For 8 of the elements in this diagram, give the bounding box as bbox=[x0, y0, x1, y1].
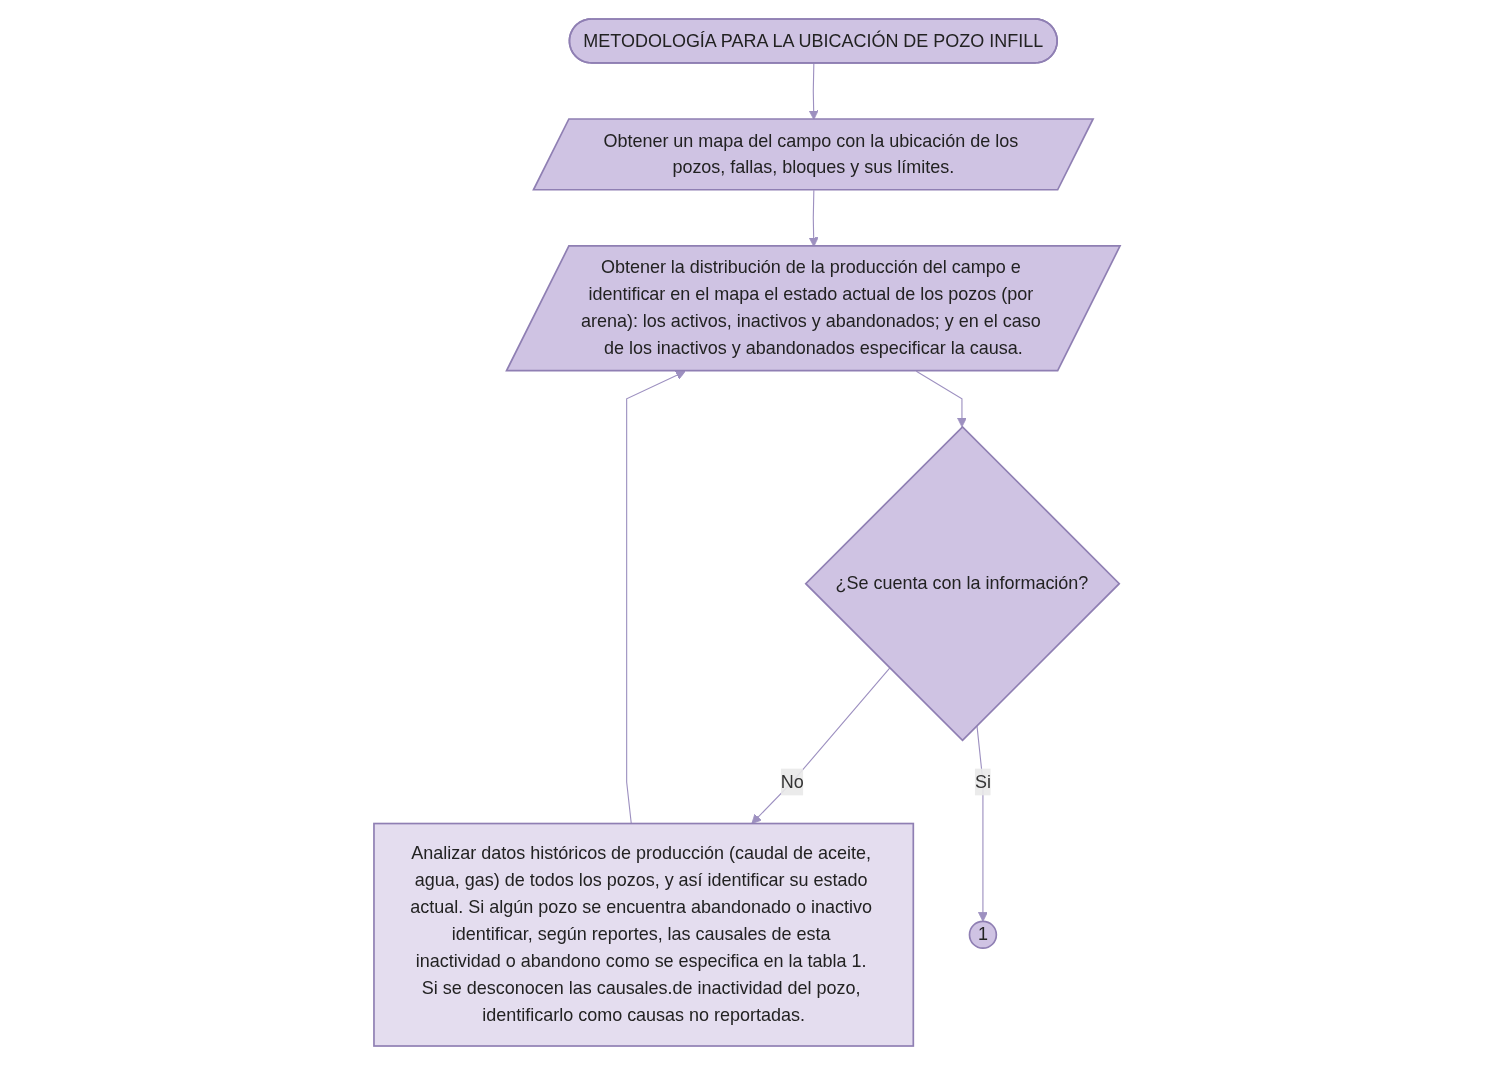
node-diamond: ¿Se cuenta con la información? bbox=[804, 425, 1121, 742]
arrow bbox=[626, 370, 686, 825]
node-box: Analizar datos históricos de producción (caudal de aceite, agua, gas) de todos los pozos, y así identificar su estado actual. Si algún pozo se encuentra abandonado o inactivo identificar, según reportes, las causales de esta inactividad o abandono como se especifica en la tabla 1. Si se desconocen las causales.de inactividad del pozo, identificarlo como causas no reportadas. bbox=[373, 822, 915, 1047]
node-circle: 1 bbox=[968, 920, 998, 950]
arrow bbox=[915, 370, 967, 428]
edge-label: Si bbox=[974, 771, 991, 791]
edge-label: No bbox=[780, 771, 804, 791]
arrow bbox=[751, 667, 891, 824]
